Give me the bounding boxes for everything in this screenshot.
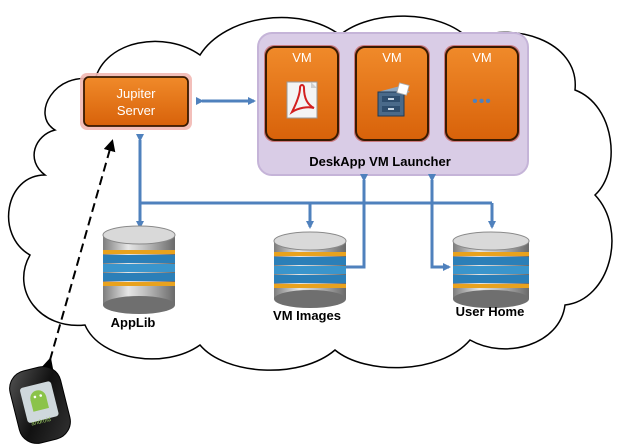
applib-label: AppLib <box>111 315 156 330</box>
vm-box <box>444 45 520 142</box>
jupiter-server-box <box>80 73 192 130</box>
android-brand-label: android <box>31 417 52 428</box>
connection-lines <box>136 97 496 271</box>
user-home-database-icon <box>452 231 530 308</box>
file-cabinet-icon <box>377 82 410 117</box>
wireless-link <box>41 139 116 371</box>
jupiter-server-label: Jupiter <box>116 86 156 101</box>
vm-images-database-icon <box>273 231 347 308</box>
pdf-reader-icon <box>286 81 318 119</box>
vm-label: VM <box>472 50 492 65</box>
android-phone-icon <box>9 366 71 444</box>
vm-launcher-label: DeskApp VM Launcher <box>309 154 451 169</box>
vm-images-label: VM Images <box>273 308 341 323</box>
vm-label: VM <box>292 50 312 65</box>
more-dots-icon: ••• <box>472 93 492 110</box>
jupiter-server-label: Server <box>117 103 156 118</box>
vm-label: VM <box>382 50 402 65</box>
user-home-label: User Home <box>456 304 525 319</box>
applib-database-icon <box>102 225 176 314</box>
